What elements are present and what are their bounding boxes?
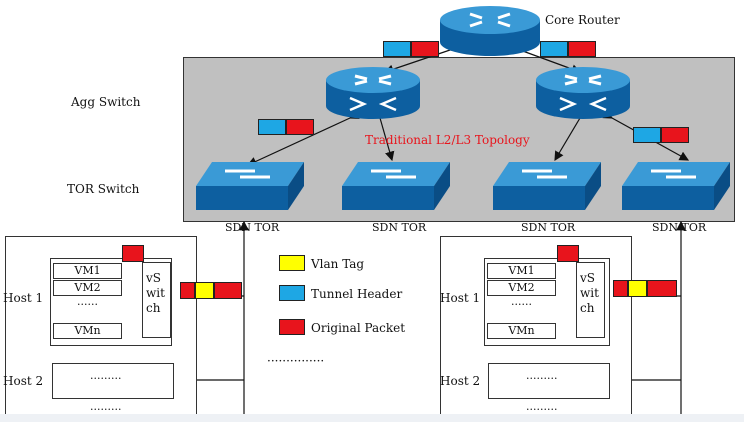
vm-ellipsis-left: ······ — [77, 298, 98, 311]
topology-label: Traditional L2/L3 Topology — [365, 133, 530, 147]
vswitch-left: vSwitch — [142, 262, 171, 338]
vm1-left[interactable]: VM1 — [53, 263, 122, 279]
host2-label-left: Host 2 — [3, 374, 44, 388]
vm-ellipsis-right: ······ — [511, 298, 532, 311]
host1-label-right: Host 1 — [440, 291, 481, 305]
rack-ellipsis-right: ········· — [526, 403, 558, 416]
tor-switch-4-icon — [622, 162, 730, 210]
tor-switch-3-icon — [493, 162, 601, 210]
bottom-band — [0, 414, 744, 422]
host2-box-right[interactable] — [488, 363, 610, 399]
legend-packet-swatch — [279, 319, 305, 335]
legend-ellipsis: ··············· — [267, 354, 325, 368]
vswitch-packet-left — [122, 245, 144, 262]
sdn-tor-label-4: SDN TOR — [652, 221, 707, 234]
core-router-icon — [440, 6, 540, 56]
link-core-agg-left — [383, 42, 460, 74]
sdn-tor-label-1: SDN TOR — [225, 221, 280, 234]
core-router-label: Core Router — [545, 13, 620, 27]
legend-vlan-label: Vlan Tag — [311, 257, 365, 271]
legend-tunnel-label: Tunnel Header — [311, 287, 403, 301]
agg-switch-label: Agg Switch — [71, 95, 141, 109]
vmn-left[interactable]: VMn — [53, 323, 122, 339]
vswitch-packet-right — [557, 245, 579, 262]
host2-box-left[interactable] — [52, 363, 174, 399]
tor-switch-label: TOR Switch — [67, 182, 140, 196]
tor-switch-1-icon — [196, 162, 304, 210]
host2-ellipsis-right: ········· — [526, 372, 558, 385]
sdn-tor-label-2: SDN TOR — [372, 221, 427, 234]
link-agg-tor-1 — [246, 110, 360, 166]
legend-packet-label: Original Packet — [311, 321, 406, 335]
vm1-right[interactable]: VM1 — [487, 263, 556, 279]
vmn-right[interactable]: VMn — [487, 323, 556, 339]
link-agg-tor-2 — [373, 108, 395, 162]
host2-ellipsis-left: ········· — [90, 372, 122, 385]
vm2-right[interactable]: VM2 — [487, 280, 556, 296]
link-agg-tor-3 — [554, 108, 589, 162]
rack-ellipsis-left: ········· — [90, 403, 122, 416]
agg-router-right-icon — [536, 67, 630, 119]
legend-vlan-swatch — [279, 255, 305, 271]
agg-router-left-icon — [326, 67, 420, 119]
vswitch-right: vSwitch — [576, 262, 605, 338]
sdn-tor-label-3: SDN TOR — [521, 221, 576, 234]
host1-label-left: Host 1 — [3, 291, 44, 305]
vm2-left[interactable]: VM2 — [53, 280, 122, 296]
legend-tunnel-swatch — [279, 285, 305, 301]
tor-switch-2-icon — [342, 162, 450, 210]
host2-label-right: Host 2 — [440, 374, 481, 388]
